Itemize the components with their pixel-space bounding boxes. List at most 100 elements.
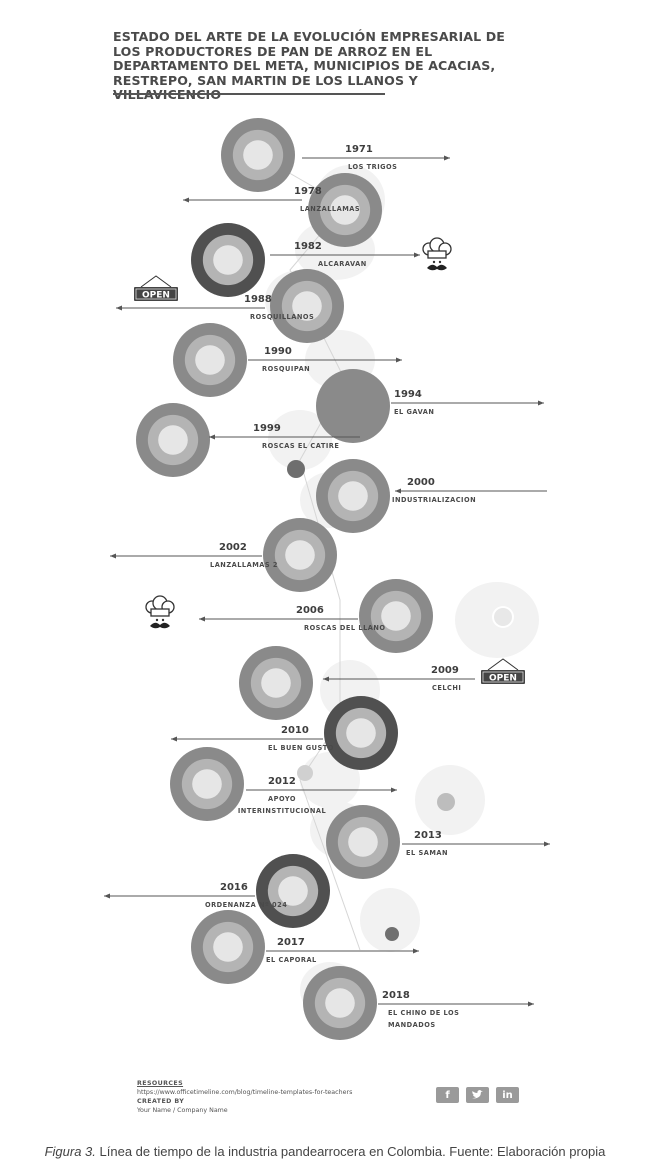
event-label: EL SAMAN (406, 849, 448, 857)
event-label: CELCHI (432, 684, 461, 692)
timeline-event: 2018 EL CHINO DE LOS MANDADOS (303, 966, 534, 1040)
resources-heading: RESOURCES (137, 1080, 184, 1087)
event-year: 1999 (253, 423, 281, 434)
event-label: APOYO (268, 795, 296, 803)
event-label: ROSCAS EL CATIRE (262, 442, 339, 450)
milestone-center (213, 245, 243, 275)
event-year: 1994 (394, 389, 422, 400)
facebook-icon[interactable]: f (436, 1087, 459, 1103)
milestone-circle (316, 369, 390, 443)
arrow-head (391, 787, 397, 793)
open-sign-icon: OPEN (481, 658, 525, 684)
event-year: 1988 (244, 294, 272, 305)
event-label: MANDADOS (388, 1021, 436, 1029)
milestone-center (243, 140, 273, 170)
caption-text: Línea de tiempo de la industria pandearr… (95, 1144, 606, 1159)
arrow-head (414, 252, 420, 258)
resources-url: https://www.officetimeline.com/blog/time… (137, 1089, 353, 1096)
milestone-center (192, 769, 222, 799)
event-label: ALCARAVAN (318, 260, 367, 268)
event-year: 1978 (294, 186, 322, 197)
arrow-head (183, 197, 189, 203)
milestone-center (348, 827, 378, 857)
event-label: ORDENANZA Nº 024 (205, 901, 287, 909)
chef-hat-mustache-icon (422, 237, 452, 271)
arrow-head (413, 948, 419, 954)
milestone-center (278, 876, 308, 906)
event-label: LOS TRIGOS (348, 163, 397, 171)
figure-number: Figura 3. (44, 1144, 96, 1159)
open-sign-text: OPEN (489, 674, 517, 684)
event-label: INDUSTRIALIZACION (392, 496, 476, 504)
event-label: ROSQUIPAN (262, 365, 310, 373)
created-by-heading: CREATED BY (137, 1098, 185, 1105)
arrow-head (444, 155, 450, 161)
event-year: 2018 (382, 990, 410, 1001)
event-year: 2000 (407, 477, 435, 488)
milestone-center (381, 601, 411, 631)
timeline-event: 2013 EL SAMAN (326, 805, 550, 879)
twitter-icon[interactable] (466, 1087, 489, 1103)
milestone-center (330, 195, 360, 225)
arrow-head (528, 1001, 534, 1007)
arrow-head (110, 553, 116, 559)
linkedin-icon[interactable]: in (496, 1087, 519, 1103)
event-label: INTERINSTITUCIONAL (238, 807, 327, 815)
milestone-center (338, 481, 368, 511)
event-label: LANZALLAMAS 2 (210, 561, 278, 569)
event-year: 2009 (431, 665, 459, 676)
event-label: ROSCAS DEL LLANO (304, 624, 386, 632)
open-sign-icon: OPEN (134, 275, 178, 301)
event-year: 1990 (264, 346, 292, 357)
milestone-center (285, 540, 315, 570)
event-label: EL CAPORAL (266, 956, 317, 964)
milestone-center (346, 718, 376, 748)
arrow-head (396, 357, 402, 363)
chef-hat-mustache-icon (145, 595, 175, 629)
arrow-head (104, 893, 110, 899)
milestone-center (213, 932, 243, 962)
milestone-center (292, 291, 322, 321)
arrow-head (323, 676, 329, 682)
event-year: 2013 (414, 830, 442, 841)
arrow-head (209, 434, 215, 440)
event-year: 1982 (294, 241, 322, 252)
arrow-head (199, 616, 205, 622)
milestone-center (261, 668, 291, 698)
figure-caption: Figura 3. Línea de tiempo de la industri… (0, 1144, 650, 1159)
event-year: 1971 (345, 144, 373, 155)
decorative-dot (287, 460, 305, 478)
footer-resources: RESOURCES https://www.officetimeline.com… (137, 1079, 437, 1115)
event-year: 2017 (277, 937, 305, 948)
open-sign-text: OPEN (142, 291, 170, 301)
decorative-dot (437, 793, 455, 811)
background-blob (268, 410, 332, 470)
decorative-dot (494, 608, 512, 626)
milestone-center (158, 425, 188, 455)
event-year: 2010 (281, 725, 309, 736)
social-icons: f in (436, 1087, 519, 1103)
event-label: ROSQUILLANOS (250, 313, 314, 321)
arrow-head (171, 736, 177, 742)
event-year: 2002 (219, 542, 247, 553)
arrow-head (116, 305, 122, 311)
event-label: EL CHINO DE LOS (388, 1009, 459, 1017)
event-label: LANZALLAMAS (300, 205, 360, 213)
created-by-name: Your Name / Company Name (137, 1107, 228, 1114)
milestone-center (325, 988, 355, 1018)
decorative-dot (297, 765, 313, 781)
decorative-dot (385, 927, 399, 941)
title-underline (113, 93, 385, 95)
arrow-head (538, 400, 544, 406)
